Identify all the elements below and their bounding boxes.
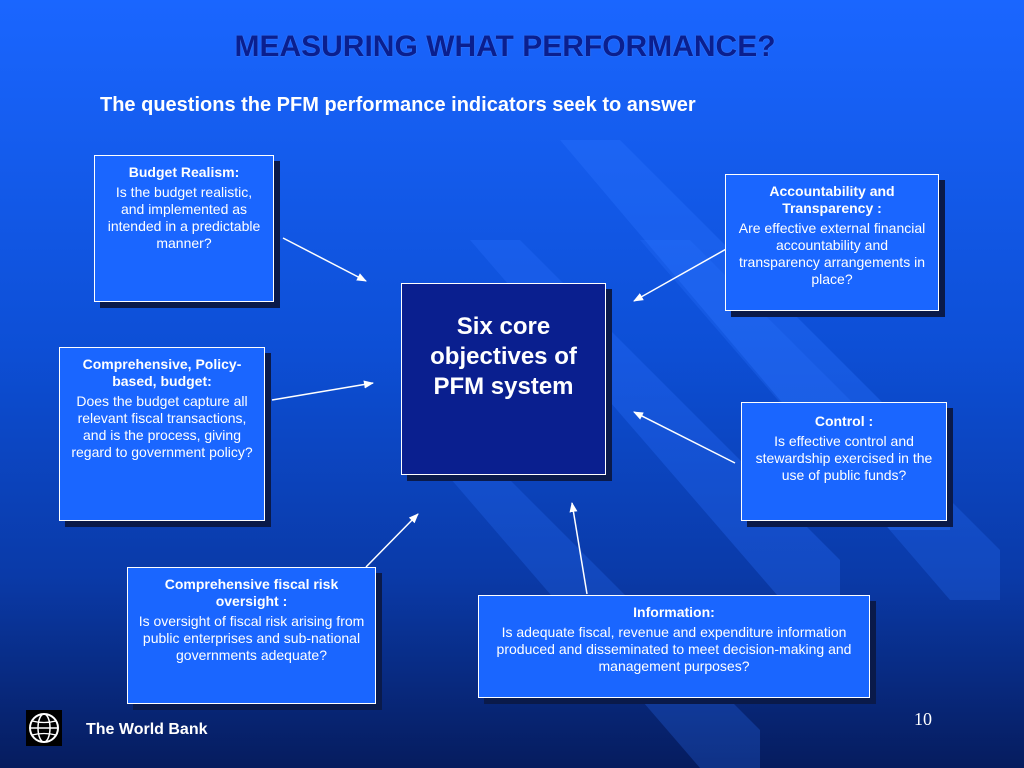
objective-question: Are effective external financial account… bbox=[738, 220, 926, 287]
objective-heading: Control : bbox=[814, 413, 874, 429]
center-objectives-box: Six core objectives of PFM system bbox=[401, 283, 606, 475]
objective-heading: Comprehensive, Policy-based, budget: bbox=[82, 356, 242, 389]
objective-fiscal-risk-oversight: Comprehensive fiscal risk oversight : Is… bbox=[127, 567, 376, 704]
objective-heading: Accountability and Transparency : bbox=[769, 183, 895, 216]
objective-accountability-transparency: Accountability and Transparency : Are ef… bbox=[725, 174, 939, 311]
objective-information: Information: Is adequate fiscal, revenue… bbox=[478, 595, 870, 698]
globe-icon bbox=[26, 710, 62, 746]
objective-question: Is oversight of fiscal risk arising from… bbox=[138, 613, 365, 663]
objective-question: Is adequate fiscal, revenue and expendit… bbox=[496, 624, 852, 674]
slide-subtitle: The questions the PFM performance indica… bbox=[100, 94, 696, 116]
slide-title: MEASURING WHAT PERFORMANCE? bbox=[234, 30, 776, 63]
page-number: 10 bbox=[914, 709, 932, 729]
objective-heading: Comprehensive fiscal risk oversight : bbox=[164, 576, 339, 609]
objective-control: Control : Is effective control and stewa… bbox=[741, 402, 947, 521]
arrow-fiscal-risk bbox=[365, 513, 419, 568]
objective-question: Is effective control and stewardship exe… bbox=[755, 433, 933, 483]
arrow-comprehensive-budget bbox=[271, 380, 374, 401]
arrow-control bbox=[633, 411, 736, 464]
arrow-accountability bbox=[633, 247, 729, 302]
arrow-information bbox=[569, 502, 588, 595]
arrow-budget-realism bbox=[282, 237, 367, 282]
objective-question: Does the budget capture all relevant fis… bbox=[71, 393, 253, 460]
objective-comprehensive-budget: Comprehensive, Policy-based, budget: Doe… bbox=[59, 347, 265, 521]
objective-question: Is the budget realistic, and implemented… bbox=[107, 184, 261, 251]
objective-heading: Budget Realism: bbox=[128, 164, 240, 180]
objective-heading: Information: bbox=[633, 604, 715, 620]
organization-name: The World Bank bbox=[86, 721, 208, 738]
objective-budget-realism: Budget Realism: Is the budget realistic,… bbox=[94, 155, 274, 302]
